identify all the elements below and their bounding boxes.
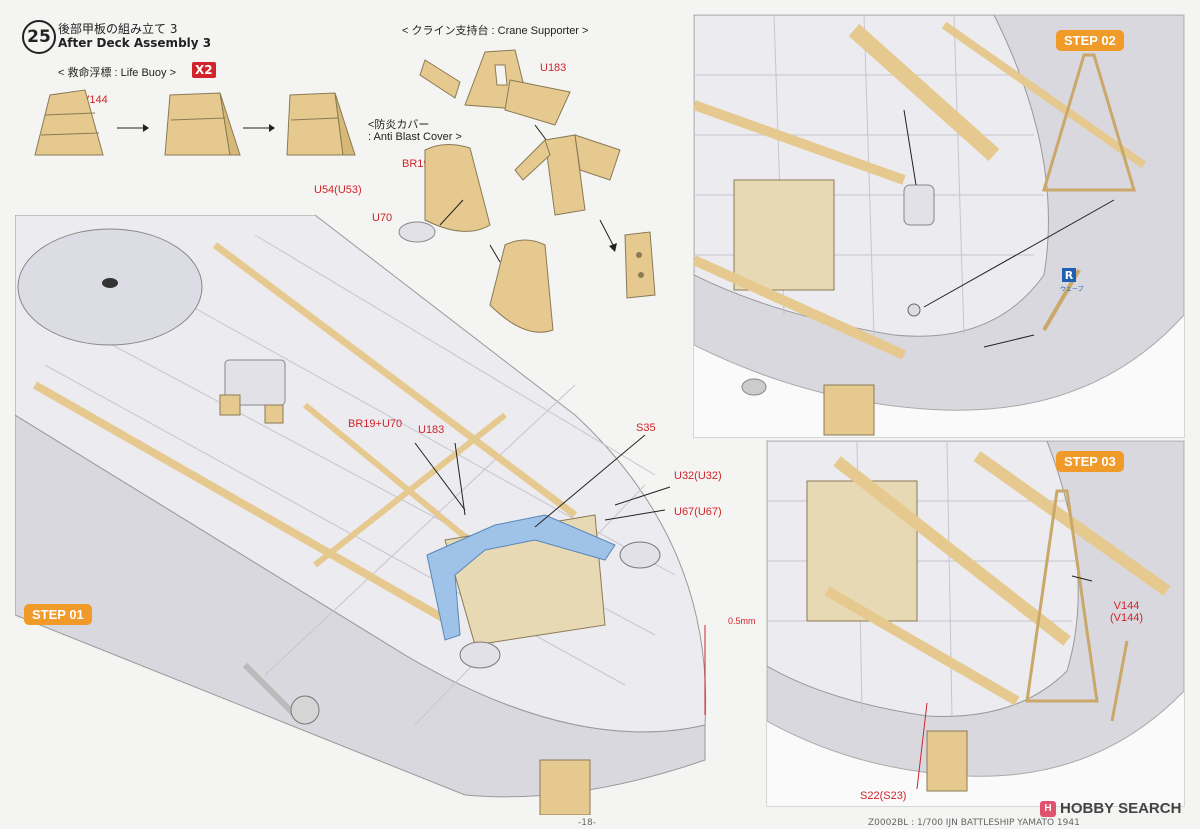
step-number: 25: [22, 20, 56, 54]
life-buoy-flat: [34, 89, 104, 156]
step02-illustration: [694, 15, 1184, 436]
step03-panel: [766, 440, 1185, 807]
footer-credit: Z0002BL : 1/700 IJN BATTLESHIP YAMATO 19…: [868, 818, 1080, 828]
step01-illustration: [15, 215, 707, 815]
life-buoy-folding: [164, 92, 241, 156]
crane-supporter-flat: [419, 49, 571, 126]
r-badge: R: [1062, 268, 1076, 282]
anti-blast-label-en: : Anti Blast Cover >: [368, 131, 462, 143]
life-buoy-folded: [286, 92, 356, 156]
part-br19: BR19: [402, 158, 430, 170]
dimension-05mm: 0.5mm: [728, 616, 756, 626]
part-br19-u70: BR19+U70: [348, 418, 403, 430]
crane-supporter-folding: [514, 134, 621, 216]
life-buoy-label: < 救命浮標 : Life Buoy >: [58, 67, 176, 79]
crane-supporter-folded: [624, 231, 656, 299]
part-u70: U70: [372, 212, 393, 224]
step03-illustration: [767, 441, 1184, 792]
title-japanese: 後部甲板の組み立て 3: [58, 22, 178, 36]
r-badge-sub: ウェーブ: [1060, 286, 1084, 293]
life-buoy-sequence: [34, 89, 356, 156]
part-s22: S22(S23): [860, 790, 907, 802]
anti-blast-cover-2: [489, 239, 554, 333]
step02-badge: STEP 02: [1056, 30, 1124, 51]
part-u70-disc: [398, 221, 436, 243]
part-u67: U67(U67): [674, 506, 722, 518]
anti-blast-cover-1: [424, 144, 491, 232]
title-english: After Deck Assembly 3: [58, 36, 212, 50]
crane-supporter-sequence: [398, 49, 656, 333]
life-buoy-quantity: X2: [192, 62, 216, 78]
logo-mark-icon: H: [1040, 800, 1056, 817]
anti-blast-label-jp: <防炎カバー: [368, 119, 430, 131]
part-v144-pair: V144 (V144): [1110, 600, 1144, 624]
step02-panel: [693, 14, 1185, 438]
part-u183: U183: [418, 424, 445, 436]
step03-badge: STEP 03: [1056, 451, 1124, 472]
part-s35: S35: [636, 422, 656, 434]
part-u183-top: U183: [540, 62, 567, 74]
page-number: -18-: [578, 818, 596, 828]
logo-text: HOBBY SEARCH: [1060, 800, 1182, 817]
step01-badge: STEP 01: [24, 604, 92, 625]
crane-supporter-label: < クライン支持台 : Crane Supporter >: [402, 25, 589, 37]
part-u54: U54(U53): [314, 184, 362, 196]
part-u32: U32(U32): [674, 470, 722, 482]
hobby-search-logo: H HOBBY SEARCH: [1040, 800, 1181, 817]
